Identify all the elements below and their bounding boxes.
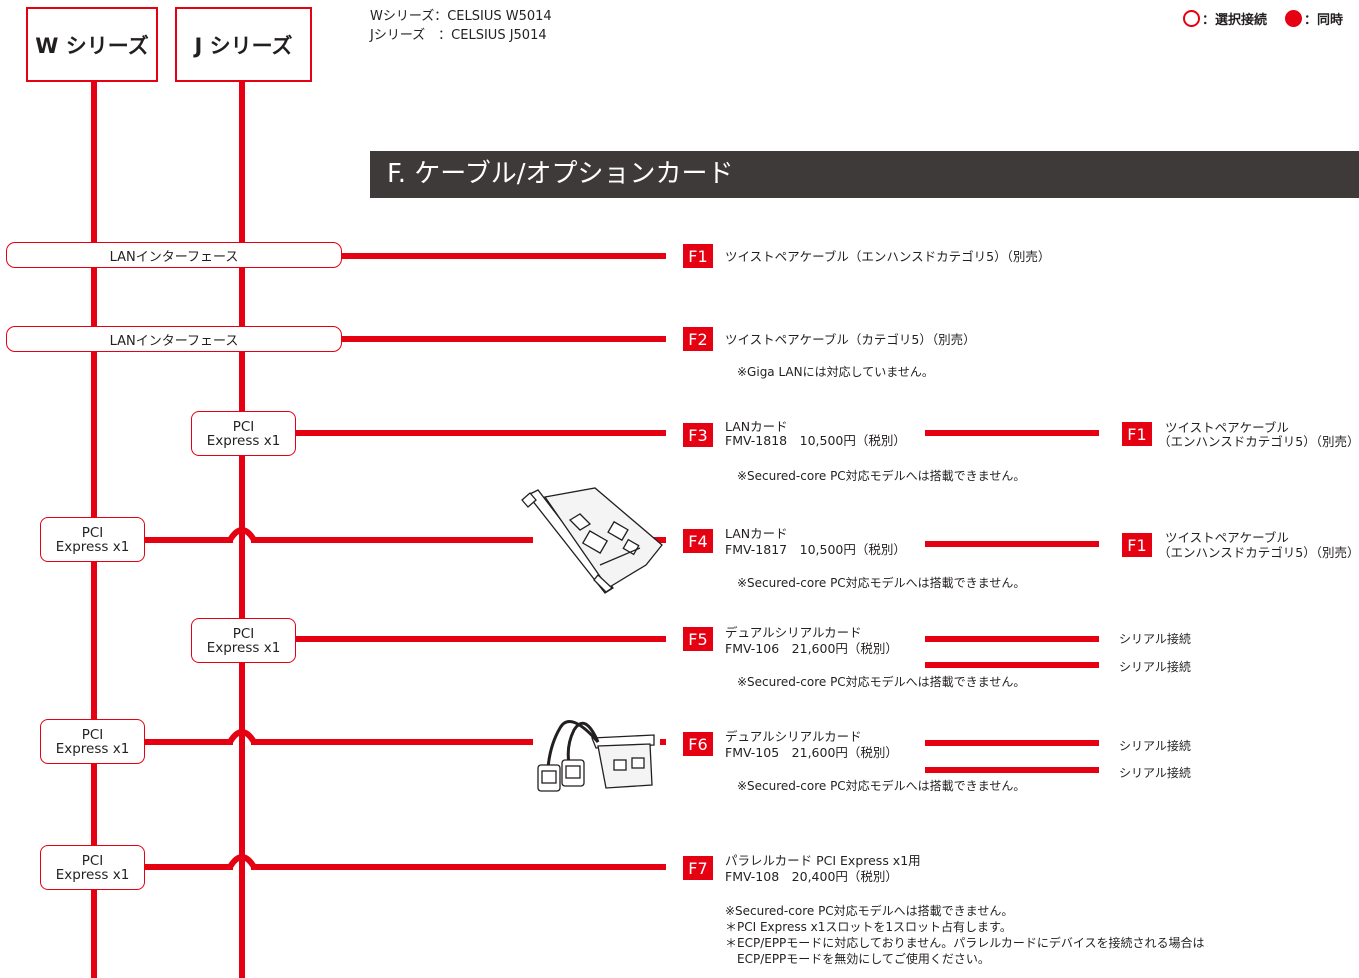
item-target-name-f4-line1: ツイストペアケーブル bbox=[1165, 530, 1289, 545]
item-badge-f4: F4 bbox=[683, 529, 713, 553]
connector-f4-left bbox=[143, 537, 233, 543]
lan-interface-1-label: LANインターフェース bbox=[109, 249, 239, 265]
item-note-f2: ※Giga LANには対応していません。 bbox=[737, 365, 934, 379]
crossover-arc-f6 bbox=[227, 729, 257, 744]
item-name-f1: ツイストペアケーブル（エンハンスドカテゴリ5）（別売） bbox=[725, 249, 1051, 264]
item-name-f4-line1: LANカード bbox=[725, 526, 788, 541]
item-badge-f3: F3 bbox=[683, 423, 713, 447]
pci-slot-w-f7: PCI Express x1 bbox=[40, 845, 145, 890]
crossover-arcs bbox=[227, 527, 257, 869]
j-series-box: J シリーズ bbox=[175, 7, 312, 82]
pci-slot-w-f4: PCI Express x1 bbox=[40, 517, 145, 562]
connector-lan-1 bbox=[340, 253, 666, 259]
legend: ：選択接続 ：同時 bbox=[1183, 9, 1343, 28]
j-series-label: J シリーズ bbox=[194, 33, 293, 58]
serial-card-illustration bbox=[537, 720, 655, 792]
section-title: F. ケーブル/オプションカード bbox=[370, 151, 1359, 198]
item-target-badge-f4: F1 bbox=[1122, 533, 1152, 557]
item-badge-f7: F7 bbox=[683, 856, 713, 880]
item-serial-f5-2: シリアル接続 bbox=[1119, 660, 1191, 674]
pci-slot-label-1: PCI bbox=[232, 625, 255, 642]
connector-f7-right bbox=[251, 864, 666, 870]
item-target-name-f3-line2: （エンハンスドカテゴリ5）（別売） bbox=[1158, 434, 1359, 449]
lan-interface-2: LANインターフェース bbox=[6, 326, 342, 352]
w-series-label: W シリーズ bbox=[35, 33, 149, 58]
pci-slot-label-1: PCI bbox=[81, 524, 104, 541]
connector-f6 bbox=[660, 739, 666, 745]
lan-interface-1: LANインターフェース bbox=[6, 242, 342, 268]
item-name-f2: ツイストペアケーブル（カテゴリ5）（別売） bbox=[725, 332, 976, 347]
item-name-f6-line1: デュアルシリアルカード bbox=[725, 729, 862, 744]
connector-f6-serial-1 bbox=[925, 740, 1099, 746]
connector-f4-to-f1 bbox=[925, 541, 1099, 547]
w-series-box: W シリーズ bbox=[26, 7, 158, 82]
connector-lan-2 bbox=[340, 336, 666, 342]
connector-f6-serial-2 bbox=[925, 767, 1099, 773]
pci-slot-j-f5: PCI Express x1 bbox=[191, 618, 296, 663]
pci-slot-label-1: PCI bbox=[232, 418, 255, 435]
connector-f4-right bbox=[251, 537, 533, 543]
legend-simultaneous: ：同時 bbox=[1304, 13, 1344, 28]
item-badge-f1: F1 bbox=[683, 244, 713, 268]
item-name-f6-line2: FMV-105 21,600円（税別） bbox=[725, 745, 898, 760]
item-note-f7-4: ECP/EPPモードを無効にしてご使用ください。 bbox=[725, 952, 990, 966]
connector-f6-right bbox=[251, 739, 533, 745]
item-badge-f6: F6 bbox=[683, 732, 713, 756]
item-note-f5: ※Secured-core PC対応モデルへは搭載できません。 bbox=[737, 675, 1026, 689]
model-w-text: Wシリーズ：CELSIUS W5014 bbox=[370, 9, 552, 24]
item-name-f3-line1: LANカード bbox=[725, 419, 788, 434]
pci-slot-label-2: Express x1 bbox=[206, 432, 281, 449]
pci-slot-j-f3: PCI Express x1 bbox=[191, 411, 296, 456]
item-note-f7-3: ＊ECP/EPPモードに対応しておりません。パラレルカードにデバイスを接続される… bbox=[725, 936, 1205, 950]
crossover-arc-f7 bbox=[227, 854, 257, 869]
item-name-f7-line2: FMV-108 20,400円（税別） bbox=[725, 869, 898, 884]
item-name-f7-line1: パラレルカード PCI Express x1用 bbox=[725, 853, 921, 868]
item-serial-f6-1: シリアル接続 bbox=[1119, 739, 1191, 753]
item-note-f3: ※Secured-core PC対応モデルへは搭載できません。 bbox=[737, 469, 1026, 483]
pci-slot-label-2: Express x1 bbox=[55, 538, 130, 555]
lan-interface-2-label: LANインターフェース bbox=[109, 333, 239, 349]
item-target-name-f4-line2: （エンハンスドカテゴリ5）（別売） bbox=[1158, 545, 1359, 560]
crossover-arc-f4 bbox=[227, 527, 257, 542]
connector-f6-left bbox=[143, 739, 233, 745]
connector-f5 bbox=[295, 636, 666, 642]
item-target-name-f3-line1: ツイストペアケーブル bbox=[1165, 420, 1289, 435]
item-note-f4: ※Secured-core PC対応モデルへは搭載できません。 bbox=[737, 576, 1026, 590]
item-name-f4-line2: FMV-1817 10,500円（税別） bbox=[725, 542, 906, 557]
item-serial-f6-2: シリアル接続 bbox=[1119, 766, 1191, 780]
connector-f3 bbox=[295, 430, 666, 436]
pci-slot-label-1: PCI bbox=[81, 852, 104, 869]
model-j-text: Jシリーズ ：CELSIUS J5014 bbox=[370, 28, 547, 43]
pci-slot-label-1: PCI bbox=[81, 726, 104, 743]
pci-slot-label-2: Express x1 bbox=[55, 866, 130, 883]
connector-f5-serial-1 bbox=[925, 636, 1099, 642]
item-badge-f2: F2 bbox=[683, 327, 713, 351]
item-badge-f5: F5 bbox=[683, 627, 713, 651]
item-note-f7-2: ＊PCI Express x1スロットを1スロット占有します。 bbox=[725, 920, 1012, 934]
item-serial-f5-1: シリアル接続 bbox=[1119, 632, 1191, 646]
item-target-badge-f3: F1 bbox=[1122, 422, 1152, 446]
connector-f7-left bbox=[143, 864, 233, 870]
item-name-f3-line2: FMV-1818 10,500円（税別） bbox=[725, 433, 906, 448]
pci-slot-label-2: Express x1 bbox=[206, 639, 281, 656]
lan-card-illustration bbox=[521, 487, 663, 594]
pci-slot-label-2: Express x1 bbox=[55, 740, 130, 757]
connector-f5-serial-2 bbox=[925, 662, 1099, 668]
item-name-f5-line1: デュアルシリアルカード bbox=[725, 625, 862, 640]
pci-slot-w-f6: PCI Express x1 bbox=[40, 719, 145, 764]
simultaneous-circle-icon bbox=[1285, 10, 1303, 27]
selective-circle-icon bbox=[1183, 10, 1200, 27]
connector-f3-to-f1 bbox=[925, 430, 1099, 436]
item-name-f5-line2: FMV-106 21,600円（税別） bbox=[725, 641, 898, 656]
item-note-f6: ※Secured-core PC対応モデルへは搭載できません。 bbox=[737, 779, 1026, 793]
legend-selective: ：選択接続 bbox=[1202, 13, 1268, 28]
item-note-f7-1: ※Secured-core PC対応モデルへは搭載できません。 bbox=[725, 904, 1014, 918]
